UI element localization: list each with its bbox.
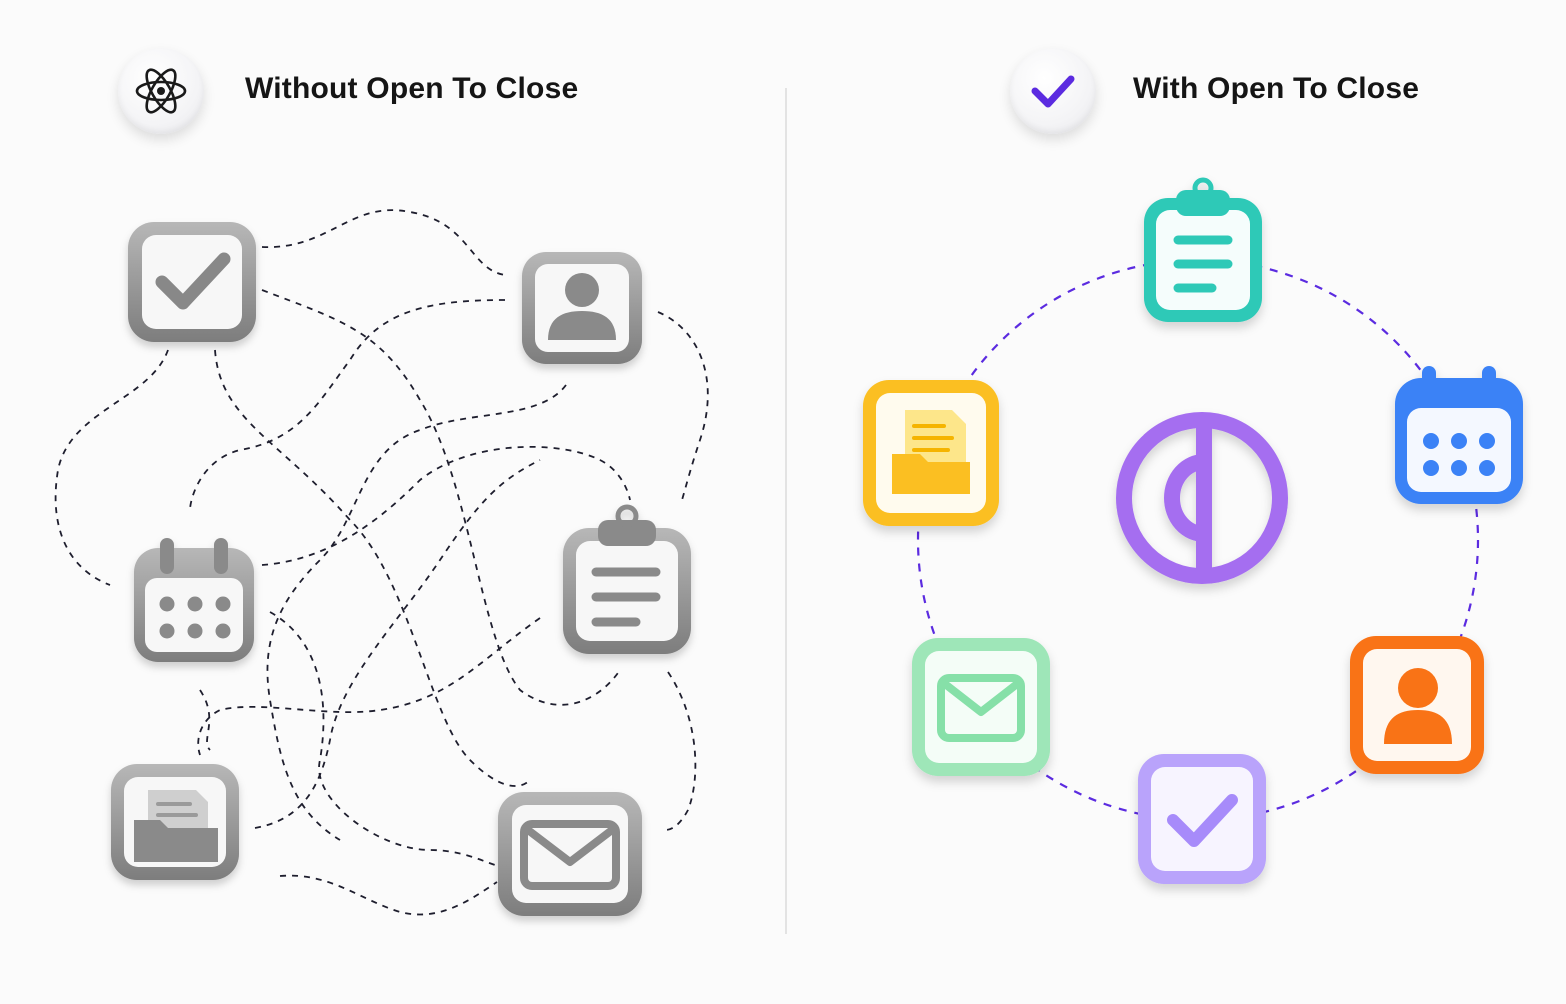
user-contact-icon <box>1350 636 1484 774</box>
without-panel: Without Open To Close <box>54 48 709 916</box>
open-to-close-logo-icon <box>1116 412 1288 584</box>
checkbox-icon <box>128 222 256 342</box>
check-badge <box>1010 48 1096 134</box>
atom-icon <box>135 68 187 114</box>
folder-document-icon <box>863 380 999 526</box>
gray-icons <box>111 222 691 916</box>
without-heading: Without Open To Close <box>245 72 579 105</box>
clipboard-icon <box>563 504 691 654</box>
folder-document-icon <box>111 764 239 880</box>
atom-badge <box>118 48 204 134</box>
user-contact-icon <box>522 252 642 364</box>
mail-icon <box>498 792 642 916</box>
with-heading: With Open To Close <box>1133 72 1420 105</box>
checkbox-icon <box>1138 754 1266 884</box>
checkmark-icon <box>1031 75 1075 108</box>
calendar-icon <box>134 538 254 662</box>
clipboard-icon <box>1144 177 1262 322</box>
panel-divider <box>785 88 787 934</box>
tangled-connections <box>54 209 709 916</box>
mail-icon <box>912 638 1050 776</box>
calendar-icon <box>1395 366 1523 504</box>
